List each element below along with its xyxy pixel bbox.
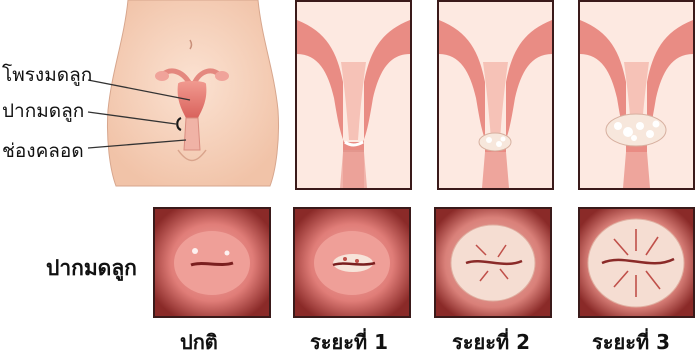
stage-label-3: ระยะที่ 3 — [592, 326, 670, 358]
label-cervix: ปากมดลูก — [2, 96, 84, 126]
stage-label-normal: ปกติ — [180, 326, 218, 358]
cervix-panel-stage-1 — [293, 207, 411, 318]
uterus-panel-stage-1 — [437, 0, 554, 190]
cervix-row-label: ปากมดลูก — [46, 252, 137, 285]
label-vagina: ช่องคลอด — [2, 136, 84, 166]
uterus-normal-illustration — [297, 2, 410, 188]
cervix-stage-1-illustration — [295, 209, 409, 316]
cervix-panel-stage-2 — [434, 207, 552, 318]
cervix-stage-2-illustration — [436, 209, 550, 316]
label-uterus: โพรงมดลูก — [2, 60, 92, 90]
uterus-stage-1-illustration — [439, 2, 552, 188]
stage-label-2: ระยะที่ 2 — [452, 326, 530, 358]
stage-label-1: ระยะที่ 1 — [310, 326, 388, 358]
cervix-panel-normal — [153, 207, 271, 318]
uterus-panel-normal — [295, 0, 412, 190]
cervix-stage-3-illustration — [580, 209, 693, 316]
cervix-normal-illustration — [155, 209, 269, 316]
uterus-stage-2-illustration — [580, 2, 693, 188]
cervix-panel-stage-3 — [578, 207, 695, 318]
uterus-panel-stage-2 — [578, 0, 695, 190]
